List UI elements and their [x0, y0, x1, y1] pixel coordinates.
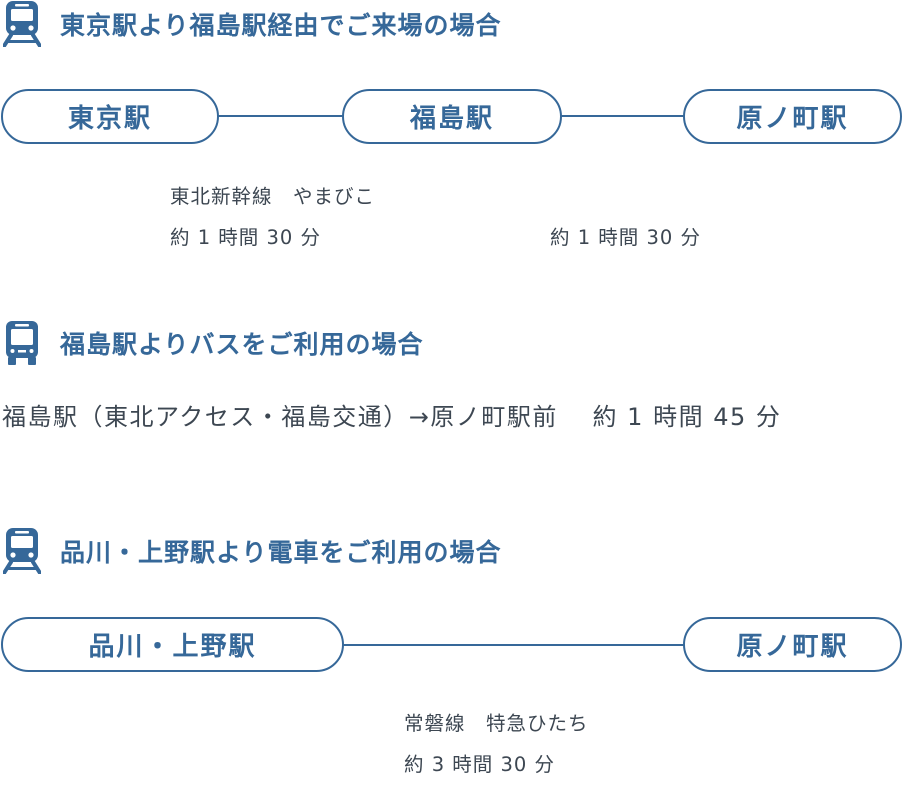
- leg-info-shinkansen: 東北新幹線 やまびこ 約 1 時間 30 分: [170, 176, 375, 258]
- duration: 約 3 時間 30 分: [404, 753, 556, 776]
- section-heading-tokyo: 東京駅より福島駅経由でご来場の場合: [0, 1, 502, 47]
- line-name: 東北新幹線 やまびこ: [170, 185, 376, 208]
- route-line: [218, 115, 344, 117]
- duration: 約 1 時間 30 分: [550, 226, 702, 249]
- train-icon: [0, 1, 44, 47]
- station-shinagawa-ueno: 品川・上野駅: [1, 617, 344, 672]
- train-icon: [0, 528, 44, 574]
- route-line: [561, 115, 685, 117]
- section-title: 品川・上野駅より電車をご利用の場合: [60, 538, 502, 567]
- bus-icon: [0, 320, 44, 366]
- bus-route-text: 福島駅（東北アクセス・福島交通）→原ノ町駅前 約 1 時間 45 分: [2, 403, 782, 431]
- section-title: 福島駅よりバスをご利用の場合: [60, 330, 424, 359]
- section-title: 東京駅より福島駅経由でご来場の場合: [60, 11, 502, 40]
- line-name: 常磐線 特急ひたち: [404, 712, 589, 735]
- station-fukushima: 福島駅: [342, 89, 562, 144]
- section-heading-bus: 福島駅よりバスをご利用の場合: [0, 320, 424, 366]
- station-tokyo: 東京駅: [1, 89, 219, 144]
- section-heading-shinagawa: 品川・上野駅より電車をご利用の場合: [0, 528, 502, 574]
- route-line: [342, 644, 685, 646]
- duration: 約 1 時間 30 分: [170, 226, 322, 249]
- station-haranomachi: 原ノ町駅: [683, 89, 902, 144]
- station-haranomachi: 原ノ町駅: [683, 617, 902, 672]
- leg-info-joban: 常磐線 特急ひたち 約 3 時間 30 分: [404, 703, 589, 785]
- leg-info-fukushima-haranomachi: 約 1 時間 30 分: [550, 217, 701, 258]
